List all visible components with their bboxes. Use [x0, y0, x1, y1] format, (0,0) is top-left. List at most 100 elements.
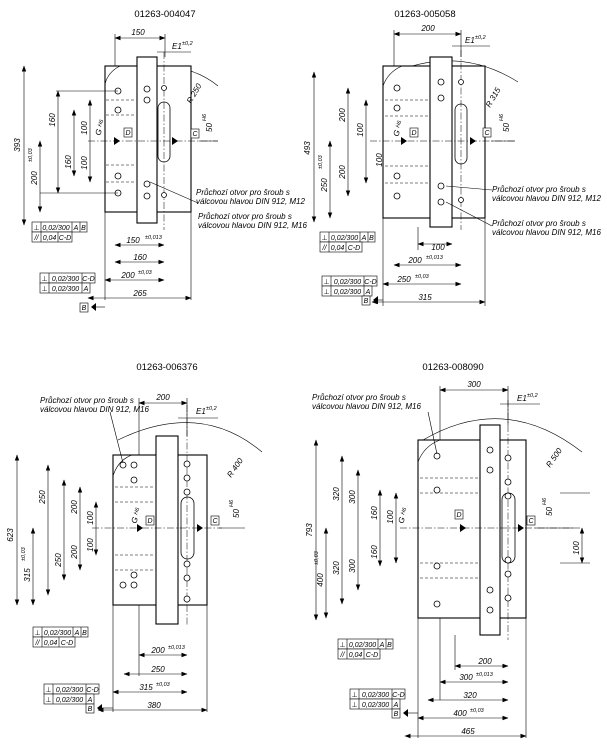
plate-chamfer — [104, 65, 121, 85]
svg-text://: // — [35, 640, 41, 647]
svg-text:160: 160 — [48, 113, 57, 127]
svg-text:G: G — [396, 516, 407, 525]
svg-text:250: 250 — [54, 553, 63, 568]
svg-text:0,04: 0,04 — [44, 640, 58, 647]
svg-text:200: 200 — [420, 24, 435, 33]
svg-text:C-D: C-D — [59, 235, 71, 242]
svg-text:C-D: C-D — [61, 640, 73, 647]
svg-text:50: 50 — [502, 123, 511, 132]
svg-text:A: A — [73, 225, 79, 232]
svg-text:E1: E1 — [172, 42, 182, 51]
svg-text:⊥: ⊥ — [41, 286, 47, 293]
svg-text:250: 250 — [150, 665, 165, 674]
svg-text:493: 493 — [303, 141, 312, 155]
svg-text:H6: H6 — [202, 113, 208, 121]
svg-text:B: B — [394, 711, 399, 718]
svg-text:400: 400 — [316, 573, 325, 587]
svg-text:C-D: C-D — [86, 687, 98, 694]
svg-text:⊥: ⊥ — [323, 279, 329, 286]
svg-text:380: 380 — [147, 701, 161, 710]
svg-text:H6: H6 — [133, 506, 141, 516]
svg-text:400: 400 — [453, 709, 467, 718]
svg-text:±0,013: ±0,013 — [168, 645, 186, 651]
svg-text:±0,2: ±0,2 — [527, 393, 538, 399]
svg-text:160: 160 — [370, 545, 379, 559]
tolerance-frames-lower: ⊥ 0,02/300 C-D ⊥ 0,02/300 A B — [39, 272, 105, 313]
svg-text:±0,03: ±0,03 — [21, 546, 27, 561]
svg-text:⊥: ⊥ — [45, 687, 51, 694]
svg-text:793: 793 — [305, 523, 314, 537]
svg-text://: // — [322, 245, 328, 252]
svg-text:0,02/300: 0,02/300 — [362, 702, 389, 709]
svg-text:150: 150 — [126, 236, 140, 245]
svg-text:200: 200 — [70, 500, 79, 515]
svg-text:A: A — [365, 289, 371, 296]
svg-text:±0,03: ±0,03 — [470, 708, 485, 714]
svg-text:0,02/300: 0,02/300 — [44, 630, 71, 637]
tolerance-frames-upper: ⊥ 0,02/300 A B // 0,04 C-D — [31, 221, 88, 243]
svg-text:0,04: 0,04 — [331, 245, 345, 252]
svg-text:D: D — [456, 512, 461, 519]
svg-text:A: A — [87, 697, 93, 704]
svg-text:A: A — [83, 286, 89, 293]
svg-text:⊥: ⊥ — [323, 289, 329, 296]
svg-text:R 400: R 400 — [225, 456, 245, 479]
svg-text:B: B — [81, 225, 86, 232]
svg-text:C: C — [484, 130, 490, 137]
svg-text:100: 100 — [80, 156, 89, 170]
svg-text:0,02/300: 0,02/300 — [334, 289, 361, 296]
svg-text:0,02/300: 0,02/300 — [334, 279, 361, 286]
svg-text:R 500: R 500 — [544, 446, 564, 469]
svg-text:0,04: 0,04 — [43, 235, 57, 242]
svg-text:⊥: ⊥ — [339, 642, 345, 649]
svg-text:E1: E1 — [465, 36, 475, 45]
svg-text:150: 150 — [131, 28, 145, 37]
svg-text:⊥: ⊥ — [351, 702, 357, 709]
svg-text:B: B — [82, 630, 87, 637]
svg-text:623: 623 — [6, 528, 15, 542]
svg-text:50: 50 — [232, 509, 241, 518]
svg-text:H6: H6 — [97, 118, 105, 128]
svg-text:C-D: C-D — [364, 279, 376, 286]
svg-text:250: 250 — [38, 490, 47, 505]
drawing-01263-006376: 01263-006376 200 E1 ±0,2 R 400 623 — [6, 362, 263, 714]
svg-text:±0,03: ±0,03 — [318, 154, 324, 169]
svg-text:100: 100 — [431, 243, 445, 252]
svg-text:50: 50 — [545, 507, 554, 516]
bolt-holes — [393, 78, 464, 206]
drawing-title: 01263-004047 — [134, 9, 195, 20]
svg-text:0,02/300: 0,02/300 — [362, 692, 389, 699]
tolerance-frames-lower: ⊥ 0,02/300 C-D ⊥ 0,02/300 A B — [321, 275, 383, 306]
svg-text:±0,2: ±0,2 — [475, 35, 486, 41]
svg-text:200: 200 — [338, 108, 347, 123]
svg-text:B: B — [369, 235, 374, 242]
svg-text:300: 300 — [348, 490, 357, 504]
drawing-01263-005058: 01263-005058 200 E1 ±0,2 R 315 493 — [303, 9, 602, 306]
svg-text:200: 200 — [407, 256, 422, 265]
svg-text:⊥: ⊥ — [33, 225, 39, 232]
svg-text:±0,013: ±0,013 — [476, 672, 494, 678]
svg-text:0,02/300: 0,02/300 — [52, 276, 79, 283]
svg-text:100: 100 — [80, 121, 89, 135]
svg-text:320: 320 — [332, 561, 341, 575]
svg-text:G: G — [129, 516, 140, 525]
svg-text:±0,2: ±0,2 — [206, 406, 217, 412]
svg-text:D: D — [125, 130, 130, 137]
svg-text:315: 315 — [23, 568, 32, 582]
svg-text:320: 320 — [332, 487, 341, 501]
svg-text:B: B — [82, 305, 87, 312]
svg-text:±0,013: ±0,013 — [426, 255, 444, 261]
svg-text:250: 250 — [396, 275, 411, 284]
svg-text:160: 160 — [133, 253, 147, 262]
svg-text:0,02/300: 0,02/300 — [52, 286, 79, 293]
svg-text:±0,013: ±0,013 — [145, 235, 163, 241]
svg-text:0,04: 0,04 — [349, 652, 363, 659]
svg-text:250: 250 — [320, 178, 329, 193]
svg-text:⊥: ⊥ — [45, 697, 51, 704]
svg-text:D: D — [147, 518, 152, 525]
